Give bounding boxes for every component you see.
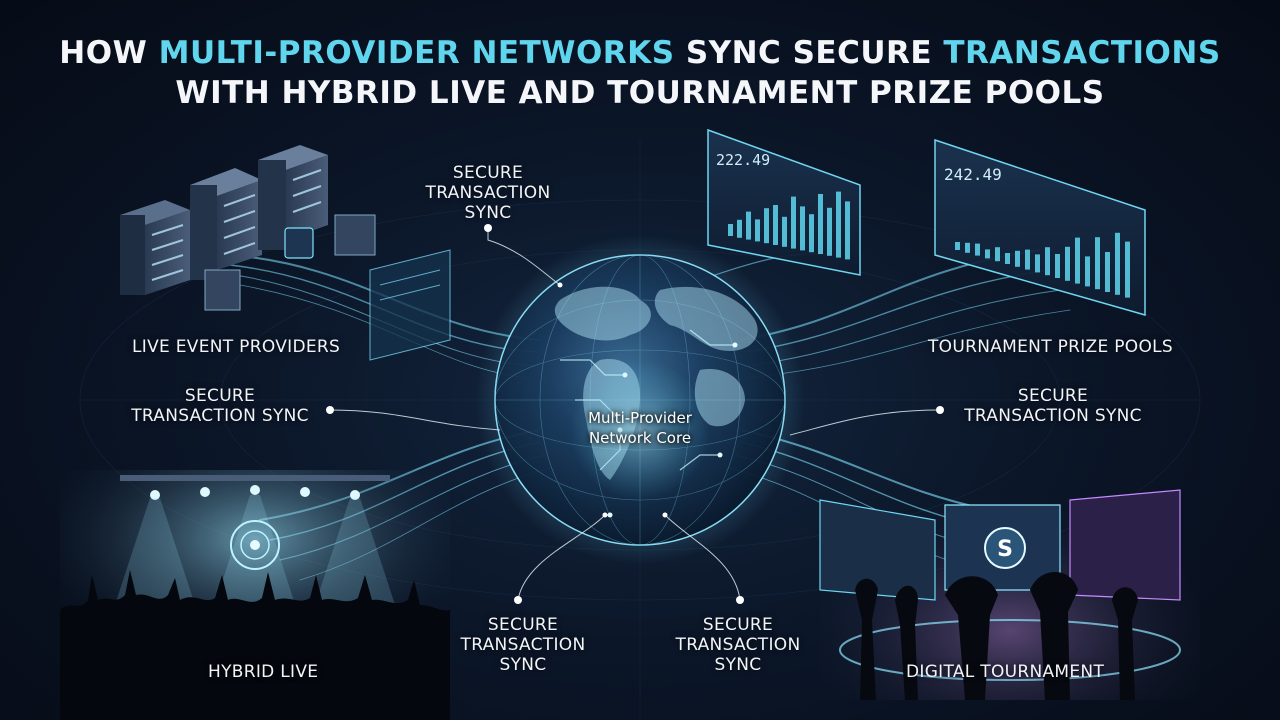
dashboard-bar [1045,247,1050,276]
title-segment-accent: Transactions [943,35,1221,71]
dashboard-bar [818,194,823,254]
dashboard-bar [1035,254,1040,273]
dashboard-bar [809,214,814,253]
sync-label-line: TRANSACTION SYNC [964,406,1142,426]
sync-label-right: SECURE TRANSACTION SYNC [948,386,1158,426]
crowd-silhouette [60,570,450,720]
title-segment-accent: Multi-Provider Networks [158,35,675,71]
sync-label-line: SECURE [452,163,524,183]
live-event-providers-servers [120,145,451,361]
dashboard-bar [965,242,970,253]
dashboard-bar [1055,254,1060,278]
label-tournament-prize-pools: TOURNAMENT PRIZE POOLS [928,337,1174,357]
dashboard-bar [1125,241,1130,298]
dashboard-bar [1115,232,1120,295]
dashboard-left-value: 222.49 [716,151,770,169]
dashboard-bar [737,219,742,238]
sync-label-line: TRANSACTION [425,183,551,203]
dashboard-right: 242.49 [934,138,1146,316]
stage-logo-icon [230,520,280,570]
network-core-globe [494,254,786,546]
server-rack-icon [190,168,262,280]
sync-label-bottom-left: SECURE TRANSACTION SYNC [448,615,598,675]
diagram-title-line2: With Hybrid Live and Tournament Prize Po… [175,75,1105,111]
server-rack-icon [258,145,328,250]
floating-panel [369,249,451,361]
dashboard-bar [1015,250,1020,267]
network-core-label: Multi-Provider Network Core [540,408,740,448]
dashboard-left-bars [728,191,850,260]
dashboard-right-bars [955,232,1130,298]
sync-label-bottom-right: SECURE TRANSACTION SYNC [663,615,813,675]
title-segment: How [59,35,159,71]
sync-label-line: SECURE [487,615,559,635]
digital-tournament-scene: S [819,470,1200,700]
dashboard-right-value: 242.49 [944,165,1002,184]
title-segment: Sync Secure [674,35,944,71]
core-label-line: Network Core [588,429,692,447]
sync-label-line: SECURE [184,386,256,406]
dashboard-bar [755,219,760,242]
sync-label-line: SECURE [702,615,774,635]
dashboard-bar [1075,237,1080,284]
svg-text:S: S [997,537,1013,562]
dashboard-bar [728,224,733,236]
sync-connectors [329,228,941,601]
hybrid-live-scene [60,470,450,720]
dashboard-bar [975,243,980,256]
diagram-title-line1: How Multi-Provider Networks Sync Secure … [0,35,1280,71]
dashboard-bar [764,208,769,244]
sync-label-line: TRANSACTION SYNC [131,406,309,426]
sync-label-line: SECURE [1017,386,1089,406]
dashboard-bar [1025,249,1030,270]
label-digital-tournament: DIGITAL TOURNAMENT [906,662,1105,682]
sync-connector-dots [326,224,944,604]
dashboard-bar [1105,252,1110,292]
dashboard-bar [1065,246,1070,281]
sync-label-top: SECURE TRANSACTION SYNC [408,163,568,223]
label-hybrid-live: HYBRID LIVE [208,662,319,682]
server-rack-icon [204,214,376,311]
dashboard-bar [782,216,787,247]
dashboard-bar [791,196,796,249]
sync-label-line: TRANSACTION [675,635,801,655]
dashboard-bar [827,207,832,256]
dashboard-bar [995,247,1000,262]
dashboard-bar [1085,256,1090,287]
core-label-line: Multi-Provider [588,409,692,427]
sync-label-line: SYNC [714,655,762,675]
sync-label-left: SECURE TRANSACTION SYNC [115,386,325,426]
dashboard-bar [955,242,960,250]
sync-label-line: SYNC [499,655,547,675]
dashboard-bar [1095,237,1100,290]
dashboard-bar [746,211,751,240]
dashboard-bar [773,205,778,245]
sync-label-line: SYNC [464,203,512,223]
dashboard-bar [836,191,841,258]
dashboard-bar [985,249,990,259]
dollar-token-icon: S [984,527,1026,569]
label-live-event-providers: LIVE EVENT PROVIDERS [132,337,341,357]
dashboard-bar [800,206,805,251]
sync-label-line: TRANSACTION [460,635,586,655]
dashboard-bar [845,201,850,260]
players-silhouettes [855,571,1138,700]
dashboard-bar [1005,253,1010,264]
dashboard-left: 222.49 [707,128,861,276]
server-rack-icon [120,200,190,295]
